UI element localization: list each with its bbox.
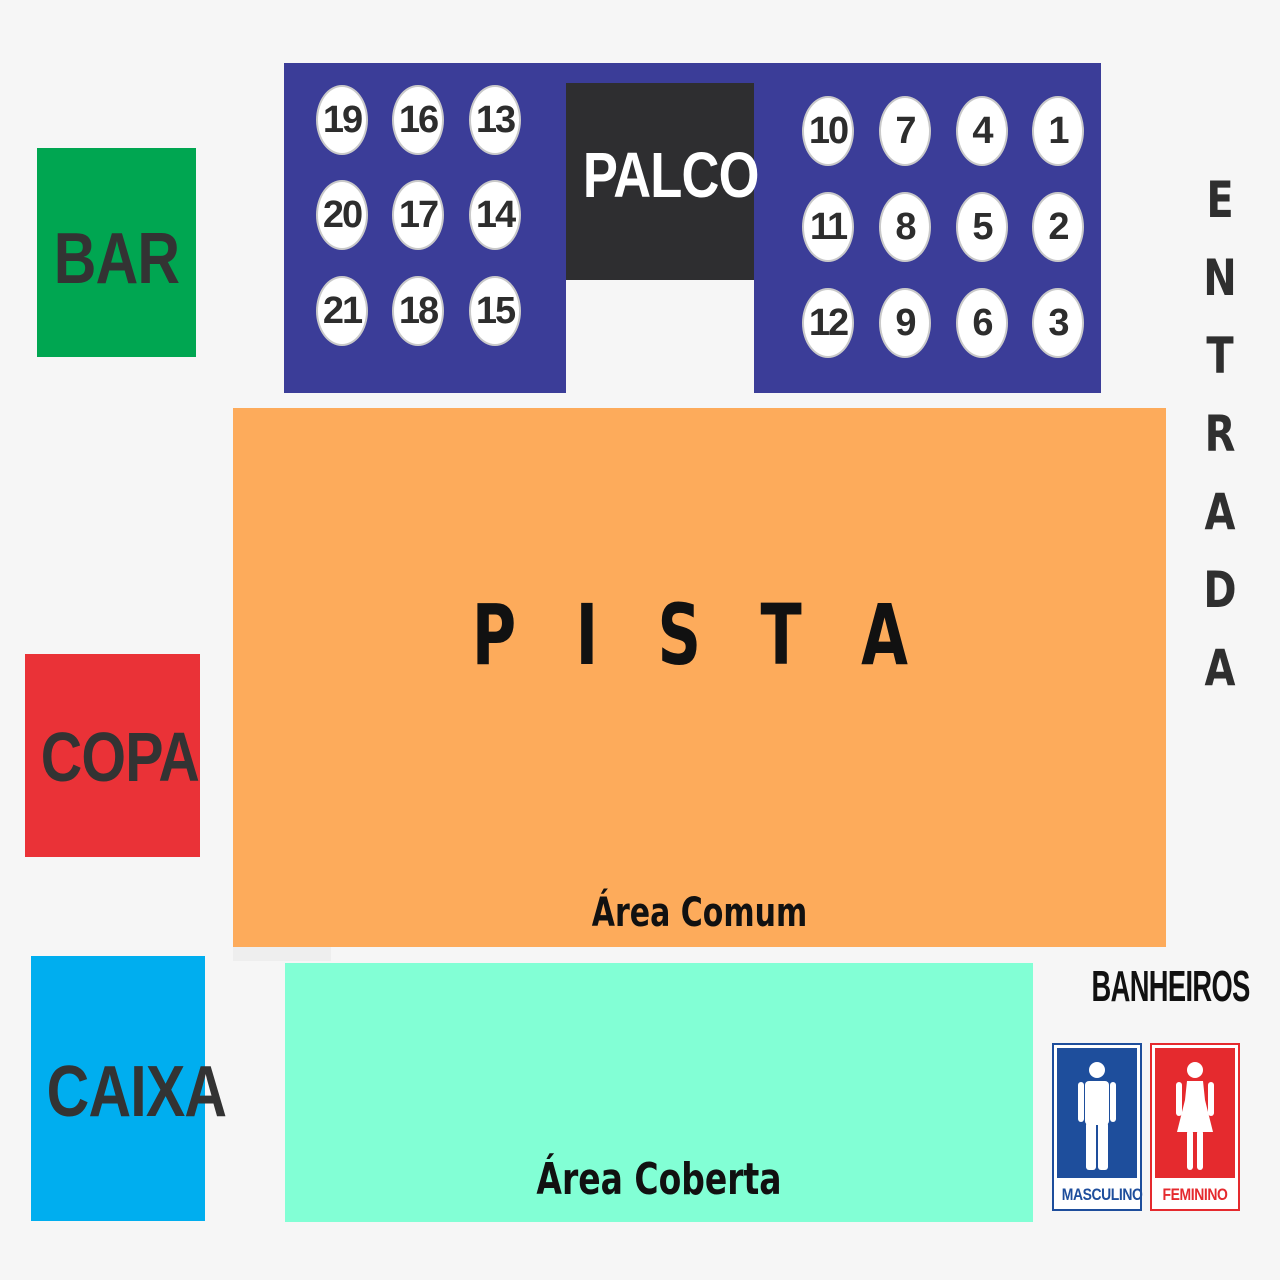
female-person-icon xyxy=(1176,1062,1214,1170)
entrada-letter: A xyxy=(1204,639,1236,697)
masculino-label: MASCULINO xyxy=(1061,1185,1143,1204)
feminino-label: FEMININO xyxy=(1162,1185,1228,1204)
entrada-letter: N xyxy=(1203,249,1237,307)
caixa-area[interactable]: CAIXA xyxy=(31,956,227,1221)
area-coberta[interactable]: Área Coberta xyxy=(285,963,1033,1222)
table-10[interactable]: 10 xyxy=(802,96,854,166)
table-1[interactable]: 1 xyxy=(1032,96,1084,166)
copa-label: COPA xyxy=(40,718,200,796)
table-14[interactable]: 14 xyxy=(469,180,521,250)
restroom-feminino-panel xyxy=(1155,1048,1235,1178)
restroom-masculino-panel xyxy=(1057,1048,1137,1178)
entrada-letter: E xyxy=(1206,171,1234,229)
area-coberta-label: Área Coberta xyxy=(536,1154,782,1205)
table-13[interactable]: 13 xyxy=(469,85,521,155)
entrada-letter: R xyxy=(1204,405,1236,463)
area-divider xyxy=(233,947,331,961)
pista-area[interactable]: P I S T A Área Comum xyxy=(233,408,1166,947)
table-3[interactable]: 3 xyxy=(1032,288,1084,358)
table-6[interactable]: 6 xyxy=(956,288,1008,358)
entrada-letter: T xyxy=(1206,327,1234,385)
bar-label: BAR xyxy=(53,219,180,299)
copa-area[interactable]: COPA xyxy=(25,654,200,857)
table-18[interactable]: 18 xyxy=(392,276,444,346)
table-16[interactable]: 16 xyxy=(392,85,444,155)
banheiros-title: BANHEIROS xyxy=(1091,962,1251,1011)
tables-area-connector xyxy=(566,63,754,83)
restroom-feminino[interactable]: FEMININO xyxy=(1150,1043,1240,1211)
palco-label: PALCO xyxy=(582,139,760,211)
entrada-letter: D xyxy=(1203,561,1237,619)
table-11[interactable]: 11 xyxy=(802,192,854,262)
area-comum-label: Área Comum xyxy=(591,890,808,936)
table-5[interactable]: 5 xyxy=(956,192,1008,262)
table-2[interactable]: 2 xyxy=(1032,192,1084,262)
table-8[interactable]: 8 xyxy=(879,192,931,262)
table-19[interactable]: 19 xyxy=(316,85,368,155)
table-9[interactable]: 9 xyxy=(879,288,931,358)
restroom-masculino[interactable]: MASCULINO xyxy=(1052,1043,1143,1211)
table-20[interactable]: 20 xyxy=(316,180,368,250)
table-15[interactable]: 15 xyxy=(469,276,521,346)
pista-label: P I S T A xyxy=(471,586,928,684)
table-7[interactable]: 7 xyxy=(879,96,931,166)
table-4[interactable]: 4 xyxy=(956,96,1008,166)
entrada-letter: A xyxy=(1204,483,1236,541)
palco-area[interactable]: PALCO xyxy=(566,83,760,280)
entrada-label: E N T R A D A xyxy=(1190,175,1250,695)
male-person-icon xyxy=(1078,1062,1116,1170)
caixa-label: CAIXA xyxy=(46,1052,227,1132)
bar-area[interactable]: BAR xyxy=(37,148,196,357)
table-17[interactable]: 17 xyxy=(392,180,444,250)
table-12[interactable]: 12 xyxy=(802,288,854,358)
table-21[interactable]: 21 xyxy=(316,276,368,346)
